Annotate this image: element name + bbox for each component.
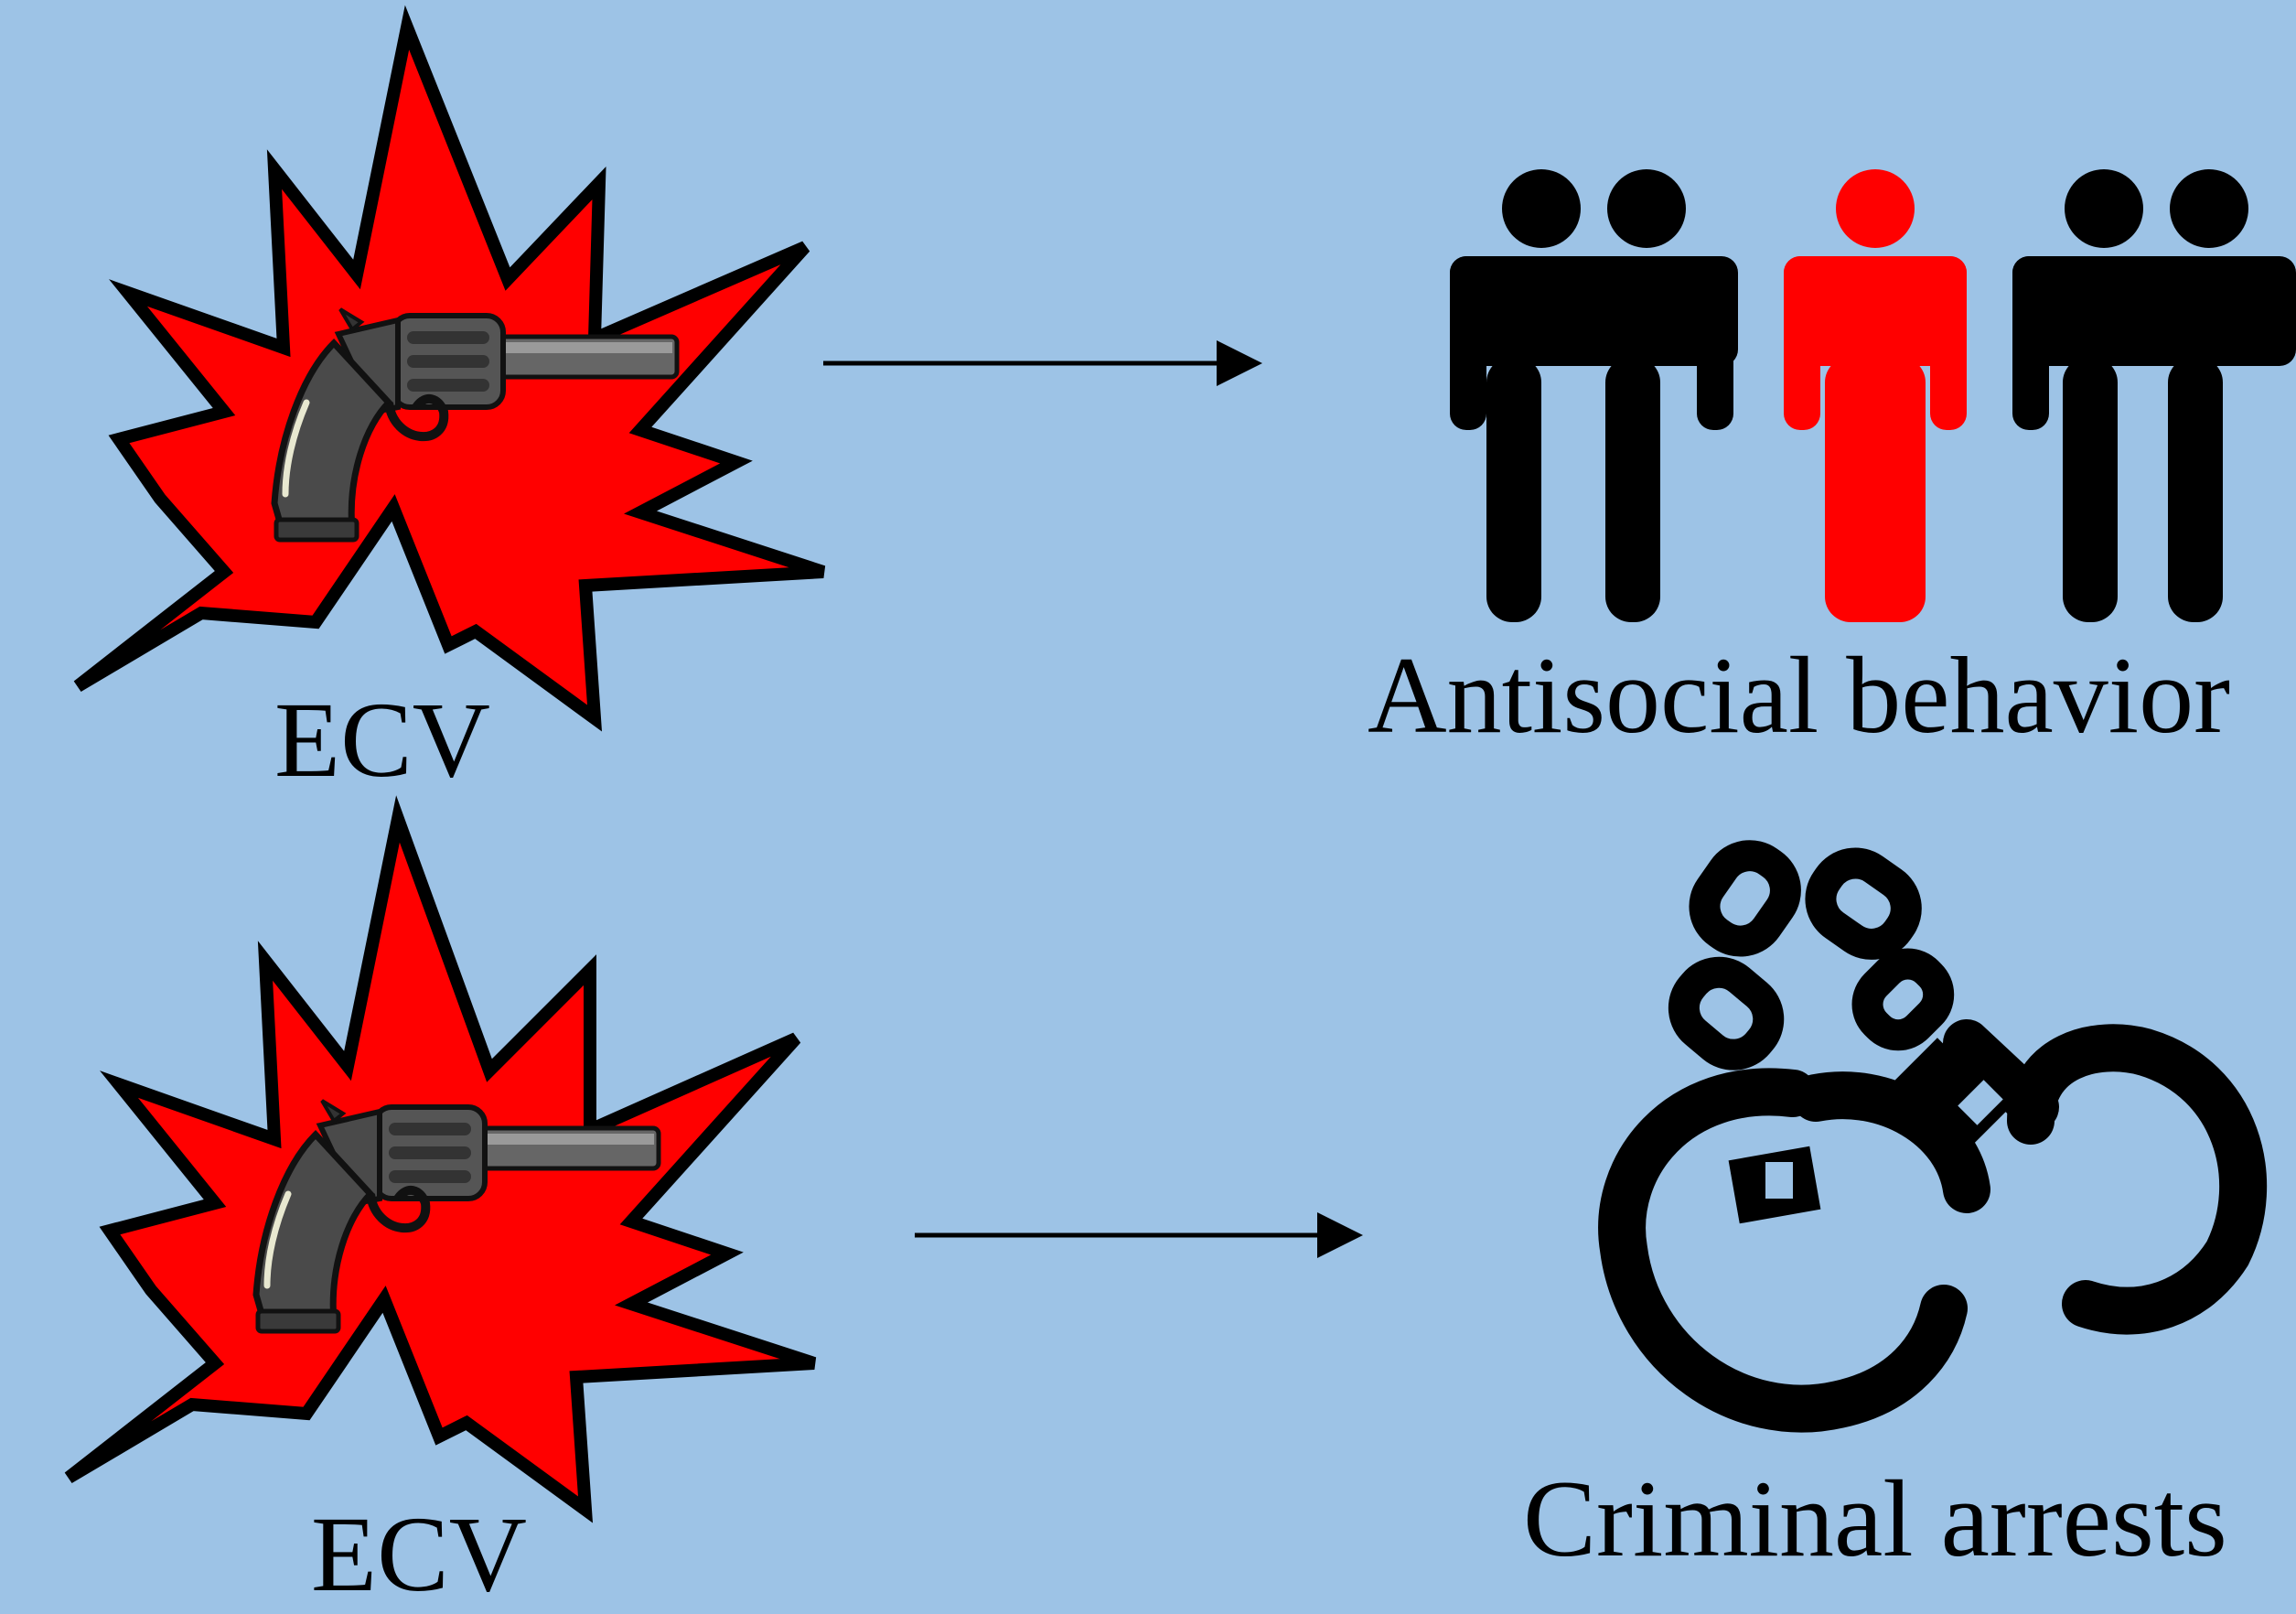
handcuffs-lock-detail — [1728, 1038, 2009, 1224]
person-icon — [2118, 169, 2296, 622]
cause-icon-top — [73, 5, 826, 732]
cause-label-bottom: ECV — [311, 1494, 527, 1614]
person-icon — [1555, 169, 1738, 622]
effect-label-antisocial: Antisocial behavior — [1368, 634, 2231, 756]
effect-label-criminal: Criminal arrests — [1523, 1458, 2227, 1579]
cause-label-top: ECV — [274, 680, 490, 800]
person-icon-highlighted — [1784, 169, 1967, 622]
people-group-icon — [1450, 169, 2296, 622]
cause-icon-bottom — [64, 795, 817, 1523]
